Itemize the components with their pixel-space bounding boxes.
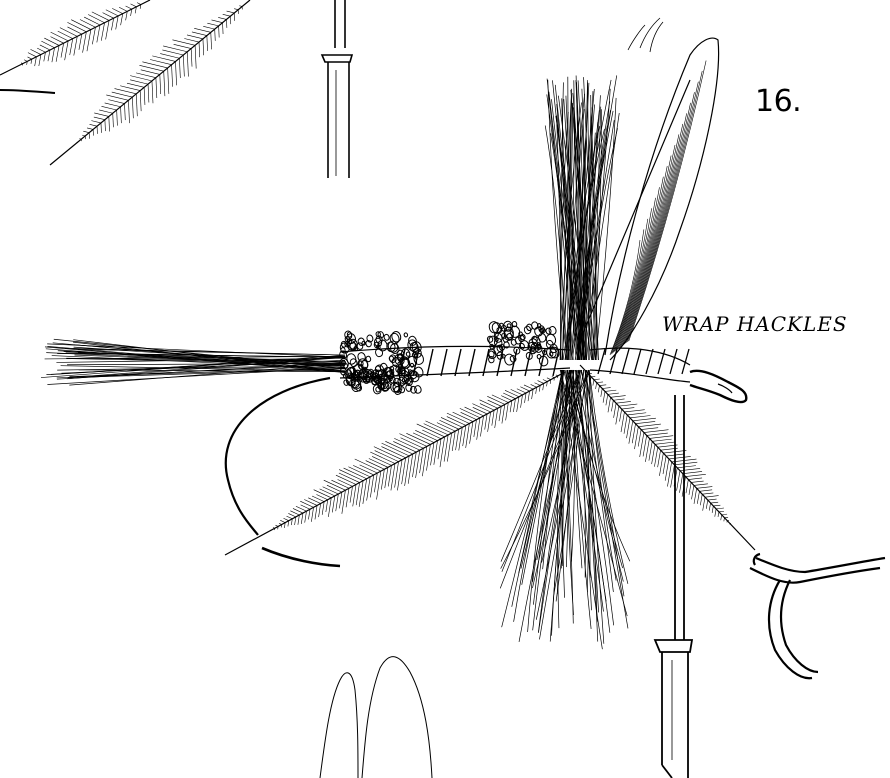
tail: [41, 339, 345, 385]
next-step-wings: [320, 657, 432, 778]
previous-step-vise-stem: [322, 0, 352, 178]
wrap-hackles-label: WRAP HACKLES: [662, 312, 848, 336]
vise-stem: [655, 395, 692, 778]
hackle-fibers: [500, 75, 630, 649]
hook-eye: [690, 371, 746, 402]
upright-wing: [605, 18, 719, 360]
hook-bend: [226, 378, 340, 566]
dubbing: [340, 321, 559, 394]
hackle-pliers: [750, 554, 885, 678]
previous-step-feathers: [0, 0, 250, 165]
step-number: 16.: [755, 84, 801, 119]
